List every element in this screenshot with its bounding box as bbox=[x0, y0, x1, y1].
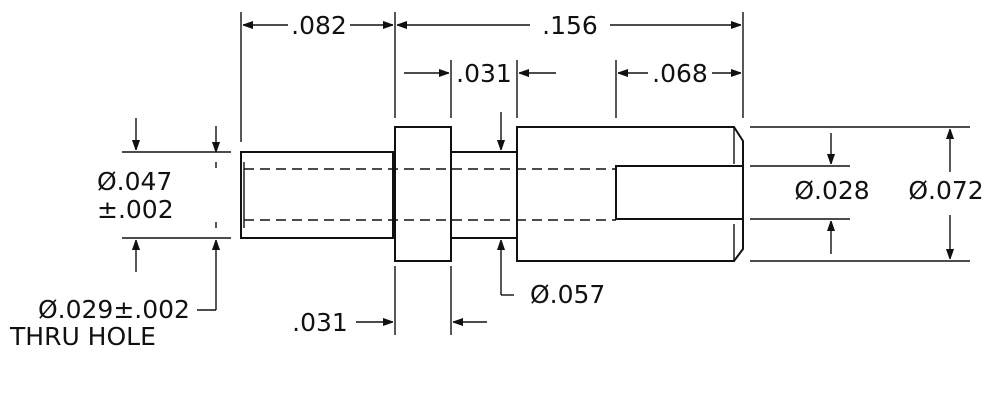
dim-flange-thickness: .031 bbox=[292, 308, 348, 337]
bottom-dimensions: .031 Ø.057 bbox=[292, 112, 605, 337]
note-thru-hole-size: Ø.029±.002 bbox=[38, 295, 190, 324]
dim-neck-diameter: Ø.057 bbox=[530, 280, 605, 309]
body bbox=[516, 126, 744, 262]
dim-top-left-length: .082 bbox=[291, 11, 347, 40]
dim-overall-length: .156 bbox=[542, 11, 598, 40]
dim-shank-tolerance: ±.002 bbox=[97, 195, 174, 224]
shank bbox=[240, 151, 394, 239]
note-thru-hole-label: THRU HOLE bbox=[9, 322, 156, 351]
dim-center-gap: .031 bbox=[456, 59, 512, 88]
neck bbox=[450, 151, 518, 239]
dim-slot-diameter: Ø.028 bbox=[794, 176, 869, 205]
right-dimensions: Ø.028 Ø.072 bbox=[750, 126, 984, 262]
flange bbox=[394, 126, 452, 262]
slot bbox=[615, 165, 743, 220]
top-dimensions: .082 .156 .031 .068 bbox=[240, 11, 744, 142]
left-dimensions: Ø.047 ±.002 Ø.029±.002 THRU HOLE bbox=[9, 118, 231, 351]
dim-slot-length: .068 bbox=[652, 59, 708, 88]
dim-shank-diameter: Ø.047 bbox=[97, 167, 172, 196]
part-outline bbox=[240, 126, 744, 262]
dim-body-diameter: Ø.072 bbox=[908, 176, 983, 205]
